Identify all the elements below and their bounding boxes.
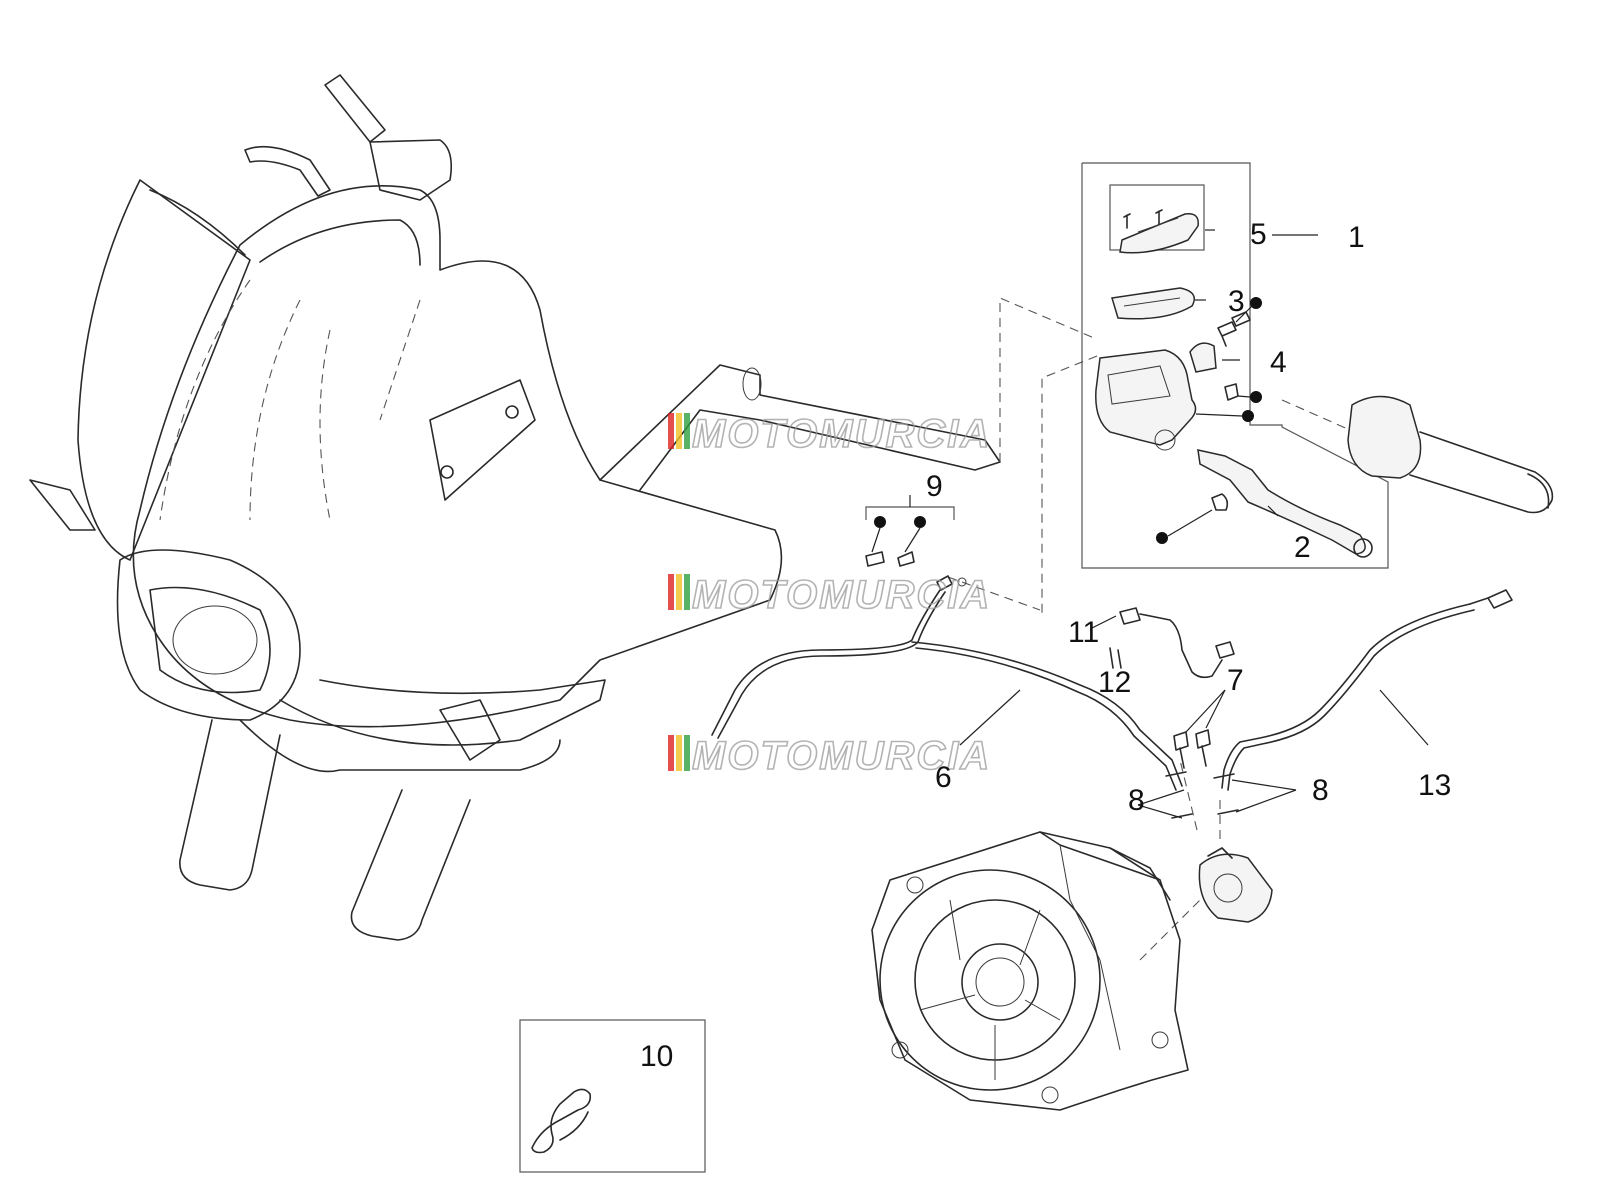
callout-labels: 1 2 3 4 5 6 7 8 8 9 10 11 12 13	[640, 218, 1451, 1073]
clip-kit-9	[865, 495, 955, 567]
callout-13: 13	[1418, 769, 1451, 802]
hose-11	[1091, 607, 1235, 679]
master-cylinder-kit	[1081, 162, 1389, 569]
watermark-2: MOTOMURCIA	[668, 572, 991, 618]
callout-3: 3	[1228, 285, 1245, 318]
hose-13	[1221, 589, 1513, 791]
front-fairing-assembly	[29, 74, 1001, 941]
callout-7: 7	[1227, 664, 1244, 697]
watermark-stripe	[676, 574, 682, 610]
reservoir-cap-part	[1119, 213, 1199, 254]
callout-6: 6	[935, 761, 952, 794]
callout-8-right: 8	[1312, 774, 1329, 807]
watermark-stripe	[668, 735, 674, 771]
callout-11: 11	[1068, 616, 1099, 649]
kit-box-1-outline	[1081, 162, 1389, 569]
brake-hose-6	[711, 575, 1183, 791]
callout-12: 12	[1098, 666, 1131, 699]
callout-2: 2	[1294, 531, 1311, 564]
watermark-stripe	[668, 574, 674, 610]
throttle-housing-part	[1347, 395, 1422, 479]
watermark-text-2: MOTOMURCIA	[692, 573, 991, 617]
watermark-1: MOTOMURCIA	[668, 411, 991, 457]
callout-1: 1	[1348, 221, 1365, 254]
callout-9: 9	[926, 470, 943, 503]
watermark-stripe	[676, 735, 682, 771]
master-cylinder-part	[1095, 349, 1197, 446]
right-handlebar-grip	[1281, 395, 1554, 514]
kit-box-10	[519, 1019, 706, 1173]
gasket-part	[1111, 287, 1195, 320]
banjo-fittings	[1137, 689, 1297, 819]
watermark-stripe	[676, 413, 682, 449]
watermark-stripe	[684, 735, 690, 771]
callout-4: 4	[1270, 346, 1287, 379]
watermark-stripe	[668, 413, 674, 449]
watermark-stripe	[684, 413, 690, 449]
watermark-stripe	[684, 574, 690, 610]
watermark-text-1: MOTOMURCIA	[692, 412, 991, 456]
slave-cylinder-part	[1198, 853, 1273, 923]
watermark-3: MOTOMURCIA	[668, 733, 991, 779]
callout-10: 10	[640, 1040, 673, 1073]
watermarks: MOTOMURCIA MOTOMURCIA MOTOMURCIA	[668, 411, 991, 779]
bracket-part	[1189, 342, 1217, 373]
transmission-housing	[871, 831, 1273, 1111]
watermark-text-3: MOTOMURCIA	[692, 734, 991, 778]
callout-8-left: 8	[1128, 784, 1145, 817]
brake-lever-part	[1197, 449, 1366, 555]
callout-5: 5	[1250, 218, 1267, 251]
